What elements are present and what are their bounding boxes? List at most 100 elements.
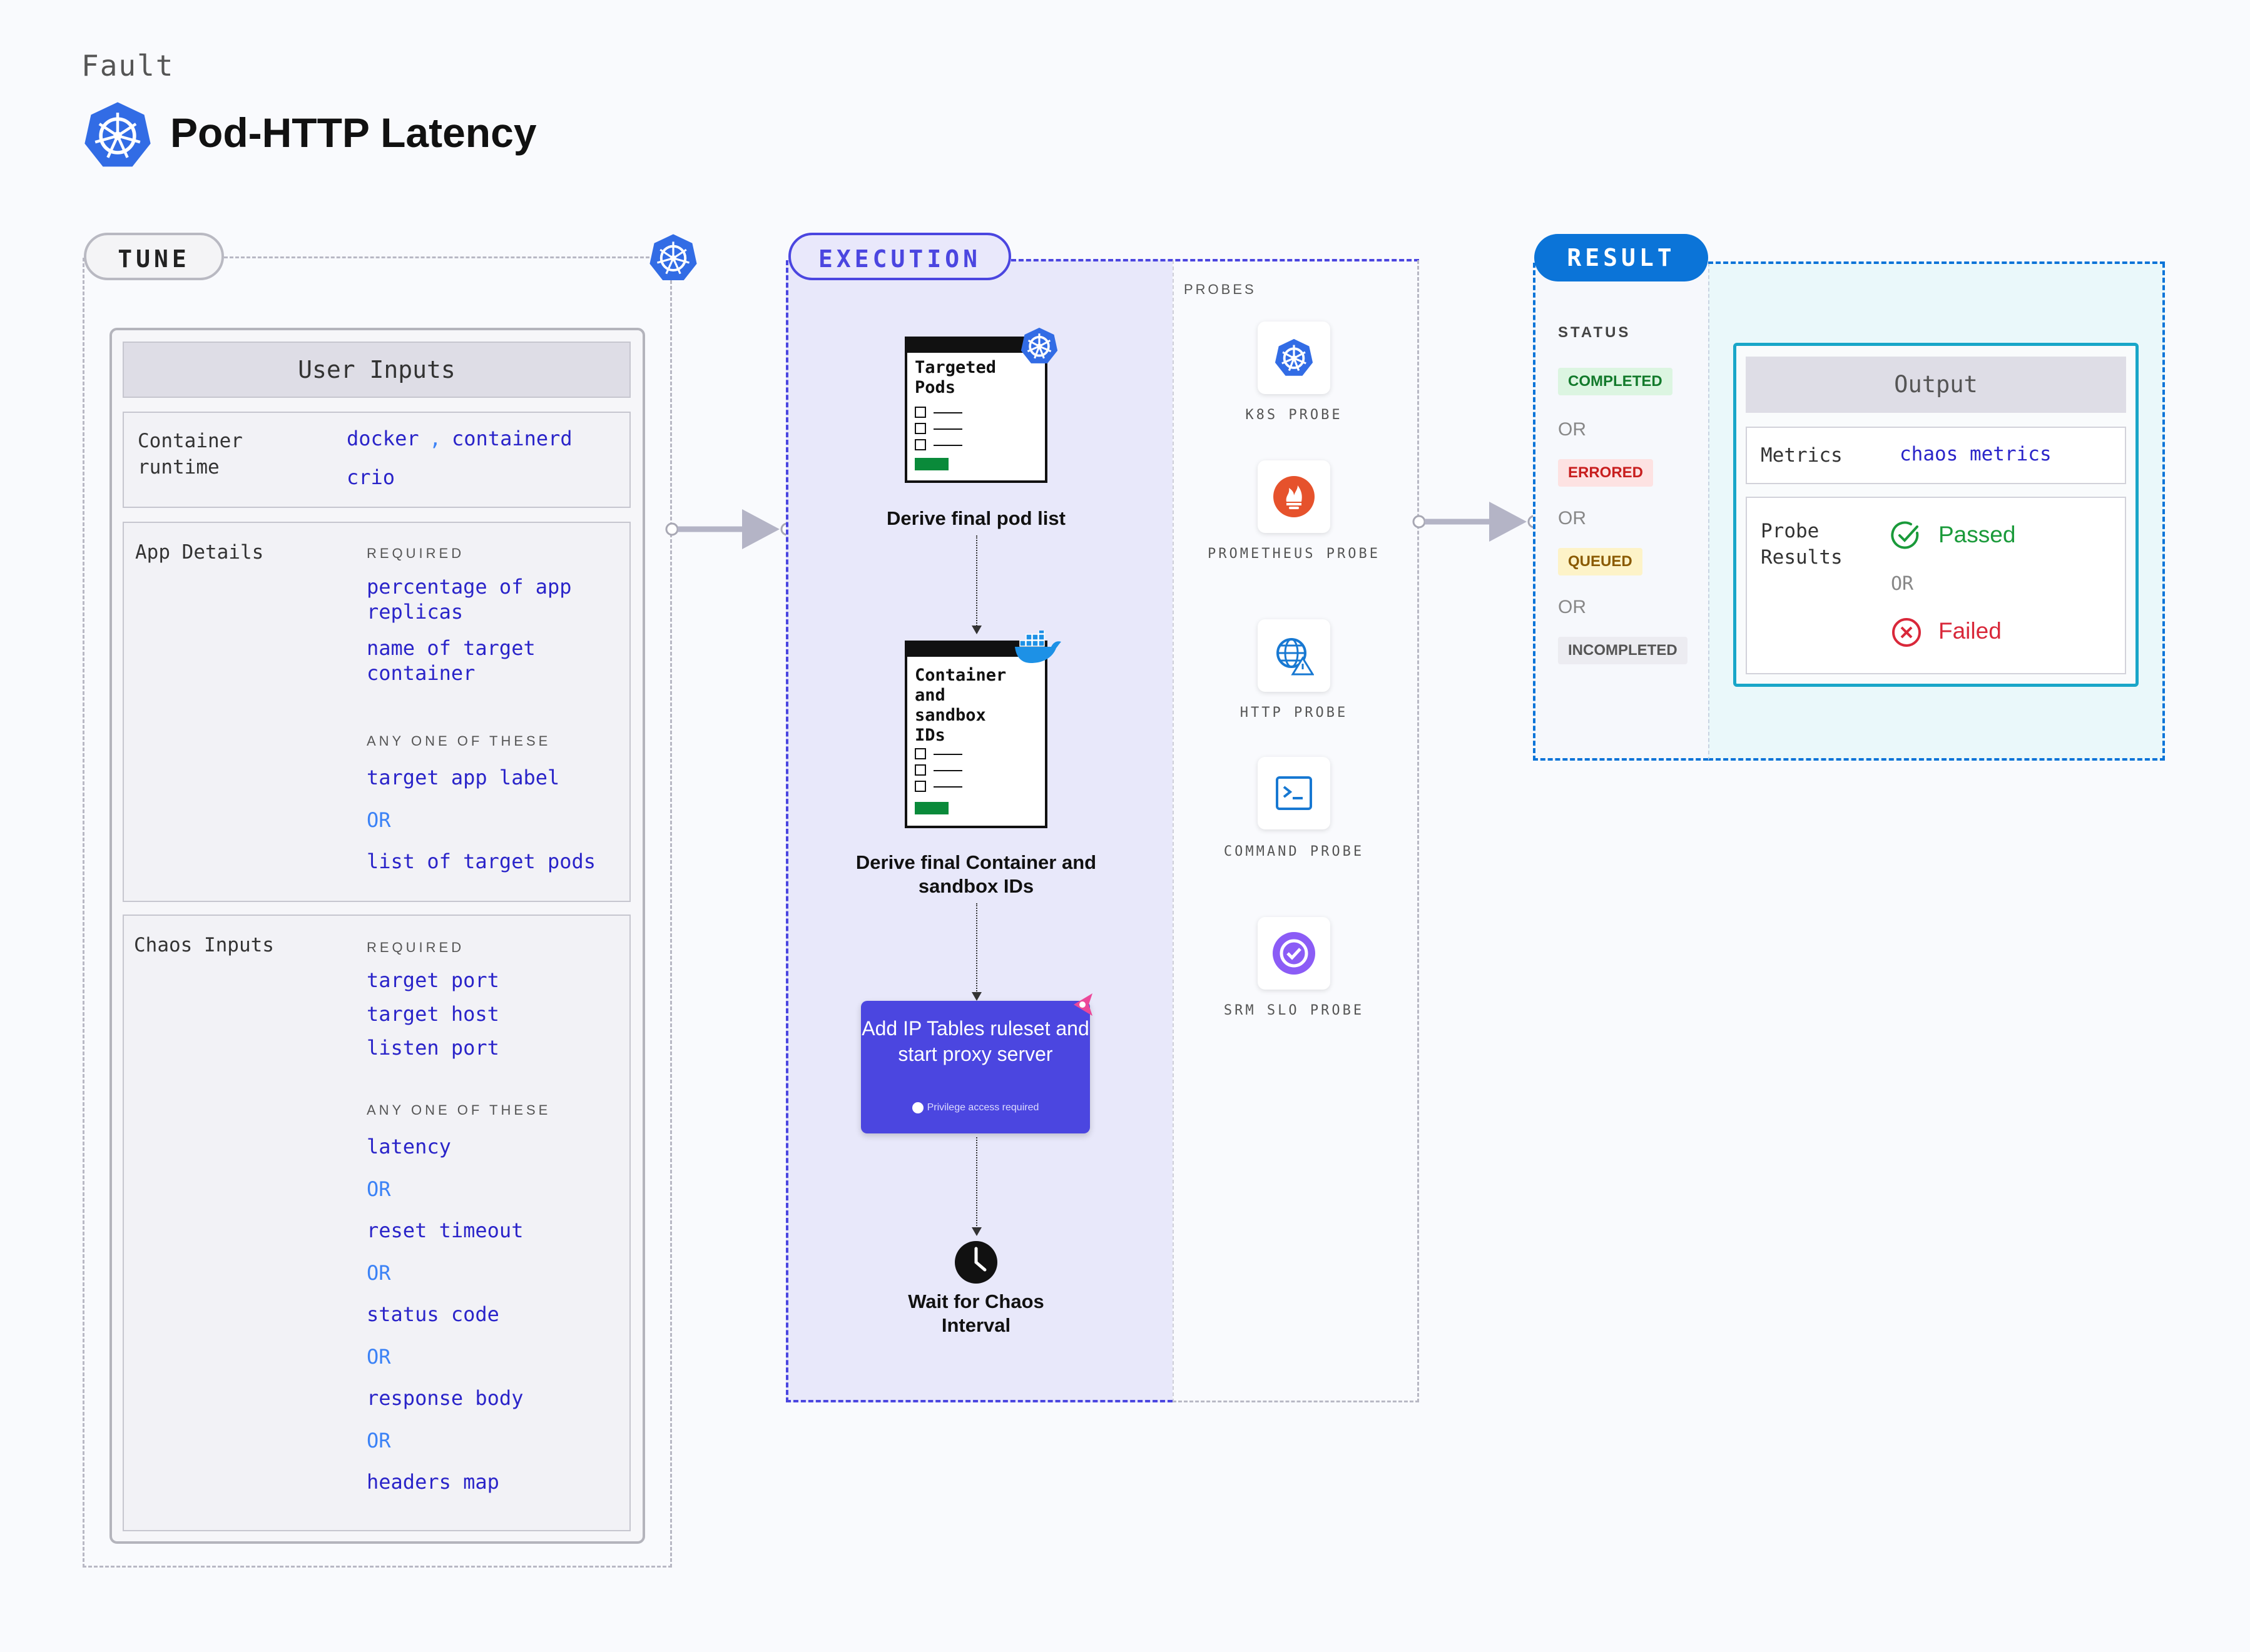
step-derive-pod-list: Derive final pod list (887, 507, 1066, 529)
container-runtime-box (123, 412, 631, 508)
container-runtime-key: Container runtime (138, 430, 243, 479)
k8s-probe-card (1258, 322, 1330, 394)
execution-border-top (1011, 259, 1419, 261)
container-ids-title: Container and sandbox IDs (915, 666, 1007, 745)
k8s-probe-label: K8S PROBE (1245, 407, 1343, 423)
latency-input: latency (367, 1135, 451, 1158)
chaos-badge-icon (1074, 993, 1092, 1016)
status-queued-badge: QUEUED (1558, 548, 1642, 575)
check-circle-icon (1891, 521, 1919, 549)
target-host-input: target host (367, 1002, 499, 1026)
flow-arrowhead (972, 1227, 982, 1236)
required-label: REQUIRED (367, 545, 465, 561)
status-completed-badge: COMPLETED (1558, 368, 1672, 395)
chaos-inputs-key: Chaos Inputs (134, 934, 274, 956)
docker-icon (1015, 631, 1061, 663)
result-border-top (1708, 261, 2165, 264)
command-probe-card (1258, 757, 1330, 829)
probe-results-row (1746, 497, 2126, 674)
headers-map-input: headers map (367, 1470, 499, 1494)
target-port-input: target port (367, 968, 499, 992)
response-body-input: response body (367, 1386, 524, 1410)
clock-icon (955, 1241, 997, 1284)
terminal-icon (1276, 776, 1312, 810)
or-separator: OR (367, 1345, 391, 1369)
page-title: Pod-HTTP Latency (170, 109, 537, 156)
lock-icon (912, 1102, 924, 1113)
targeted-pods-doc: Targeted Pods (905, 337, 1047, 483)
app-details-key: App Details (135, 541, 264, 564)
probes-panel (1173, 260, 1419, 1402)
flow-connector (976, 1137, 977, 1231)
or-separator: OR (1558, 419, 1586, 440)
target-container-input: name of target container (367, 636, 536, 685)
flow-connector (976, 903, 977, 996)
target-app-label-input: target app label (367, 766, 560, 789)
http-probe-label: HTTP PROBE (1240, 705, 1348, 721)
tune-border-top (224, 256, 649, 258)
prometheus-probe-card (1258, 460, 1330, 533)
status-label: STATUS (1558, 324, 1631, 341)
flow-arrowhead (972, 992, 982, 1001)
kubernetes-icon (649, 234, 697, 280)
k8s-icon (1275, 338, 1313, 376)
flow-arrowhead (972, 626, 982, 634)
target-pods-input: list of target pods (367, 849, 596, 873)
srm-slo-probe-card (1258, 917, 1330, 990)
chaos-inputs-box (123, 915, 631, 1531)
targeted-pods-title: Targeted Pods (915, 358, 997, 397)
probes-label: PROBES (1184, 281, 1256, 297)
step-derive-container-ids: Derive final Container and sandbox IDs (855, 851, 1097, 897)
privilege-note: Privilege access required (861, 1102, 1090, 1113)
app-details-box (123, 522, 631, 902)
srm-slo-icon (1273, 932, 1315, 975)
output-heading: Output (1746, 357, 2126, 413)
tune-section (83, 258, 672, 1568)
probe-passed-label: Passed (1938, 522, 2016, 547)
tune-pill: TUNE (84, 233, 224, 280)
or-separator: OR (367, 1429, 391, 1452)
or-separator: OR (1558, 597, 1586, 617)
or-separator: OR (367, 1261, 391, 1285)
container-ids-doc: Container and sandbox IDs (905, 641, 1047, 828)
runtime-docker: docker (347, 427, 419, 450)
listen-port-input: listen port (367, 1036, 499, 1060)
arrow-execution-to-result (1412, 502, 1541, 542)
http-probe-card (1258, 619, 1330, 692)
runtime-containerd: containerd (452, 427, 573, 450)
flow-connector (976, 535, 977, 631)
metrics-row (1746, 427, 2126, 484)
status-incompleted-badge: INCOMPLETED (1558, 637, 1688, 664)
prometheus-probe-label: PROMETHEUS PROBE (1208, 546, 1380, 562)
or-separator: OR (1558, 508, 1586, 529)
required-label: REQUIRED (367, 940, 465, 955)
command-probe-label: COMMAND PROBE (1223, 844, 1365, 859)
http-icon (1276, 638, 1314, 676)
status-errored-badge: ERRORED (1558, 459, 1654, 487)
kubernetes-icon (1021, 327, 1058, 363)
or-separator: OR (367, 1177, 391, 1201)
any-one-label: ANY ONE OF THESE (367, 1102, 551, 1118)
iptables-proxy-step: Add IP Tables ruleset and start proxy se… (861, 1001, 1090, 1133)
chaos-metrics-value: chaos metrics (1900, 443, 2052, 465)
runtime-separator: , (429, 427, 442, 450)
metrics-key: Metrics (1761, 444, 1843, 467)
status-code-input: status code (367, 1302, 499, 1326)
or-separator: OR (1891, 573, 1914, 595)
srm-slo-probe-label: SRM SLO PROBE (1223, 1003, 1365, 1018)
step-wait-chaos-interval: Wait for Chaos Interval (908, 1290, 1044, 1336)
probe-failed-label: Failed (1938, 618, 2002, 644)
kubernetes-icon (84, 102, 151, 167)
iptables-label: Add IP Tables ruleset and start proxy se… (862, 1017, 1089, 1065)
arrow-tune-to-execution (665, 509, 794, 549)
reset-timeout-input: reset timeout (367, 1219, 524, 1242)
fault-kicker: Fault (81, 49, 175, 83)
probe-results-key: Probe Results (1761, 520, 1843, 569)
any-one-label: ANY ONE OF THESE (367, 733, 551, 749)
result-pill: RESULT (1534, 234, 1708, 281)
user-inputs-heading: User Inputs (123, 342, 631, 398)
app-replicas-input: percentage of app replicas (367, 575, 572, 624)
runtime-crio: crio (347, 465, 395, 489)
prometheus-icon (1273, 476, 1315, 517)
or-separator: OR (367, 808, 391, 832)
